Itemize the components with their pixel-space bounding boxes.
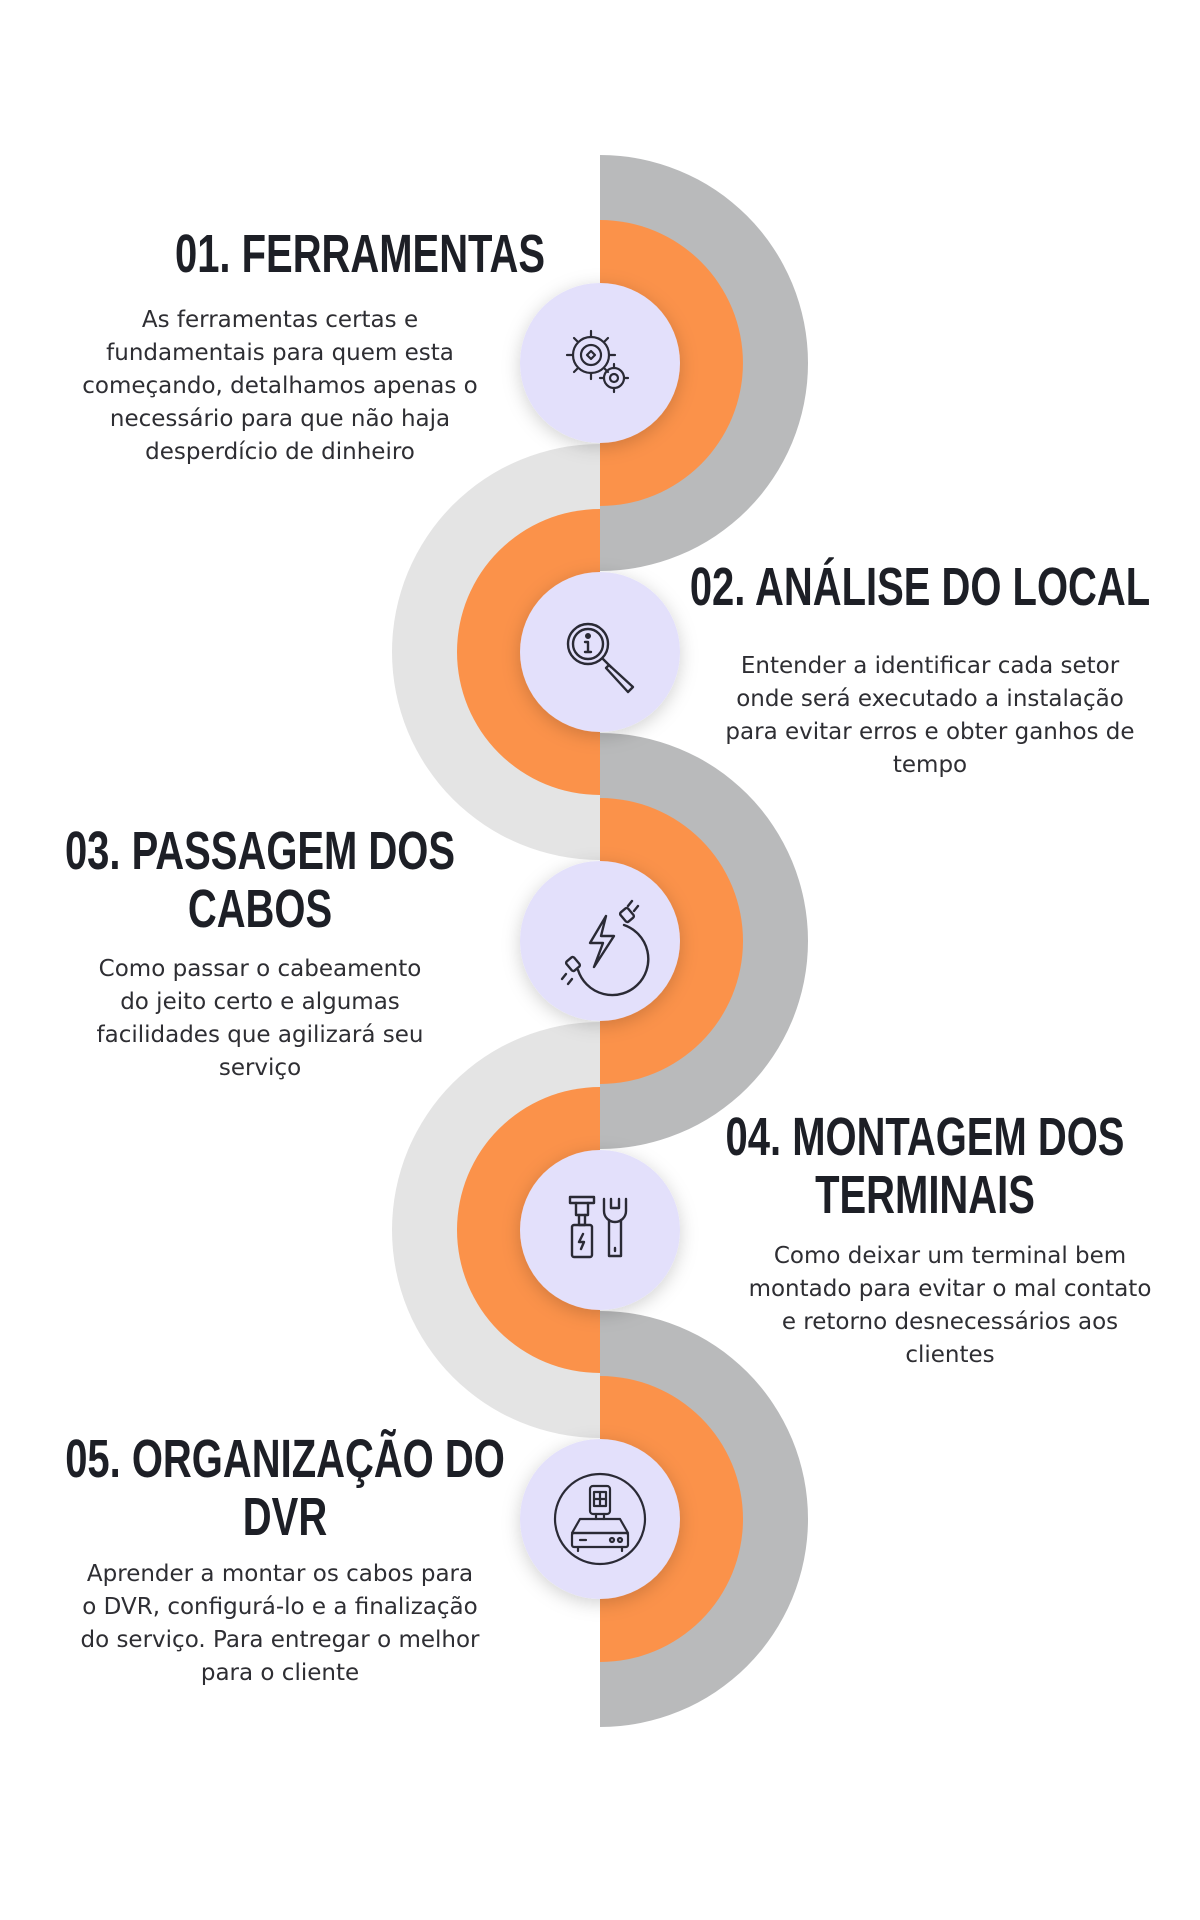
step-1-description: As ferramentas certas e fundamentais par…	[82, 307, 478, 465]
electric-plug-icon	[560, 899, 650, 997]
step-1-title: 01. FERRAMENTAS	[174, 224, 546, 284]
gear-icon	[565, 329, 630, 394]
step-2-description: Entender a identificar cada setor onde s…	[725, 653, 1135, 778]
tools-icon	[568, 1195, 628, 1259]
step-3-title: 03. PASSAGEM DOS CABOS	[64, 821, 456, 939]
step-5-description: Aprender a montar os cabos para o DVR, c…	[80, 1561, 480, 1686]
step-4-description: Como deixar um terminal bem montado para…	[748, 1243, 1152, 1368]
step-5-title: 05. ORGANIZAÇÃO DO DVR	[65, 1429, 505, 1547]
step-3-icon-circle	[520, 861, 680, 1021]
step-5-icon-circle	[520, 1439, 680, 1599]
dvr-device-icon	[553, 1472, 647, 1566]
step-1-icon-circle	[520, 283, 680, 443]
step-4-title: 04. MONTAGEM DOS TERMINAIS	[725, 1107, 1125, 1225]
step-2-title: 02. ANÁLISE DO LOCAL	[689, 557, 1151, 617]
step-3-description: Como passar o cabeamento do jeito certo …	[96, 956, 424, 1081]
step-4-icon-circle	[520, 1150, 680, 1310]
magnifier-info-icon	[566, 622, 635, 694]
step-2-icon-circle	[520, 572, 680, 732]
